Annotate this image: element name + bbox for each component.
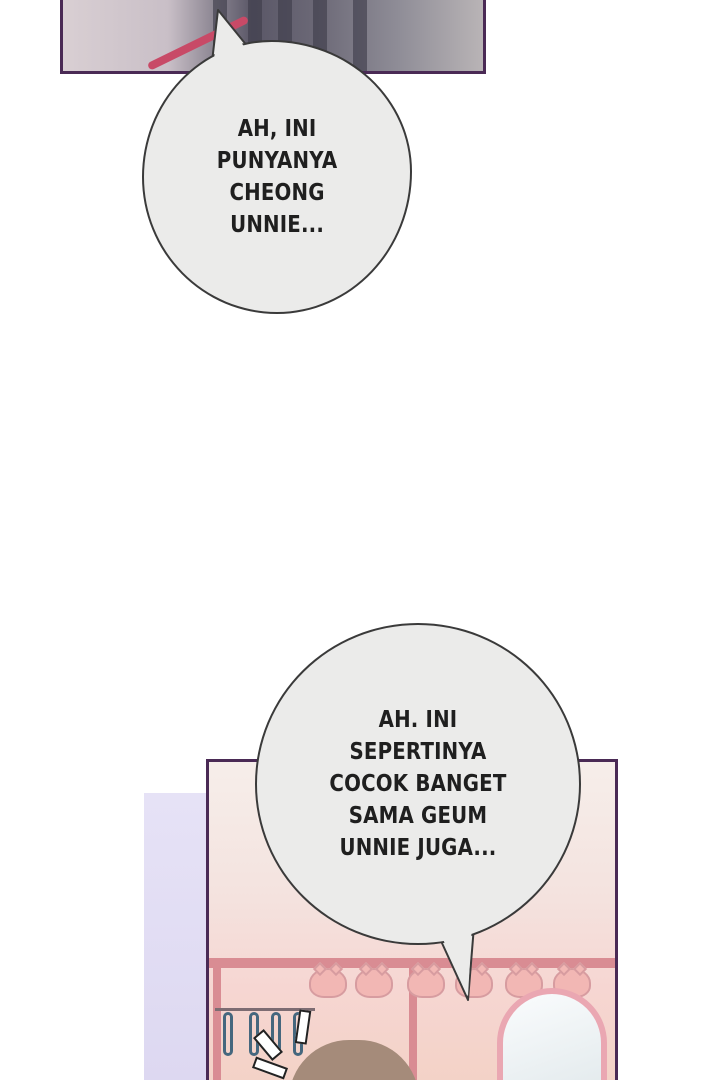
- speech-bubble-tail-cover: [438, 924, 472, 996]
- impact-mark: [251, 1056, 289, 1080]
- hook-rail: [215, 1008, 315, 1011]
- background-lavender-block: [144, 793, 210, 1080]
- speech-bubble-tail-cover: [214, 14, 250, 60]
- speech-bubble-1: AH, INI PUNYANYA CHEONG UNNIE...: [142, 40, 412, 314]
- shelf-post: [213, 958, 221, 1080]
- shelf-post: [409, 958, 417, 1080]
- speech-bubble-2: AH. INI SEPERTINYA COCOK BANGET SAMA GEU…: [255, 623, 581, 945]
- hanger: [223, 1012, 233, 1056]
- speech-bubble-2-text: AH. INI SEPERTINYA COCOK BANGET SAMA GEU…: [329, 707, 507, 861]
- character-head: [289, 1040, 419, 1080]
- speech-bubble-1-text: AH, INI PUNYANYA CHEONG UNNIE...: [216, 116, 338, 238]
- pig-plush: [355, 968, 393, 998]
- pig-plush: [407, 968, 445, 998]
- mirror: [497, 988, 607, 1080]
- hair-strand: [353, 0, 367, 71]
- pig-plush: [309, 968, 347, 998]
